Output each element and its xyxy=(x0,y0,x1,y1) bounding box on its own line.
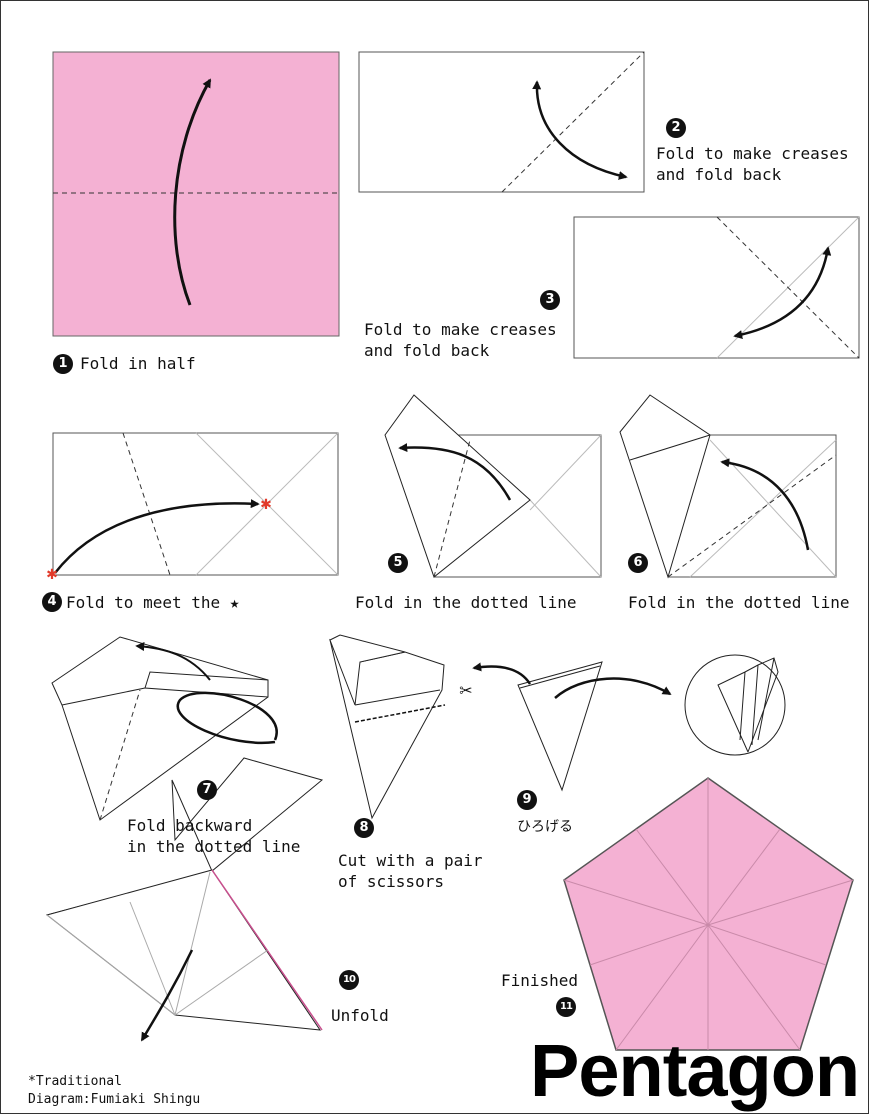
star-icon: ✱ xyxy=(260,497,272,513)
folded-flap xyxy=(144,671,269,698)
step5-caption: Fold in the dotted line xyxy=(355,593,577,612)
crease-arrow xyxy=(532,80,628,180)
step-number-7: 7 xyxy=(197,780,217,800)
step-number-11: 11 xyxy=(556,997,576,1017)
unfold-arrow-left xyxy=(472,662,532,685)
crease-line xyxy=(61,687,146,706)
fold-arrow xyxy=(135,642,211,681)
step-number-10: 10 xyxy=(339,970,359,990)
crease-line xyxy=(354,689,441,706)
detail-circle xyxy=(684,654,786,756)
step-number-1: 1 xyxy=(53,354,73,374)
crease-arrow xyxy=(733,246,832,339)
folded-flap xyxy=(329,634,406,706)
step4-figure: ✱ ✱ xyxy=(46,432,339,583)
pink-edge xyxy=(211,869,323,1031)
step6-figure xyxy=(619,394,837,579)
step10-caption: Unfold xyxy=(331,1006,389,1025)
step10-figure xyxy=(45,757,324,1042)
cut-line xyxy=(354,704,446,723)
star-icon: ✱ xyxy=(46,567,58,583)
step-number-5: 5 xyxy=(388,553,408,573)
crease-line xyxy=(529,434,602,511)
fold-arrow xyxy=(720,458,810,551)
step9-figure xyxy=(472,654,786,792)
crease-line xyxy=(519,665,601,689)
step2-caption: Fold to make creases and fold back xyxy=(656,144,849,184)
step-number-6: 6 xyxy=(628,553,648,573)
step7-figure xyxy=(51,636,278,821)
crease-line xyxy=(629,434,711,461)
fold-arrow xyxy=(173,78,212,306)
step11-caption: Finished xyxy=(501,971,579,990)
unfold-arrow-right xyxy=(554,677,672,699)
step2-figure xyxy=(358,51,645,193)
rectangle-paper xyxy=(52,432,339,576)
step-number-3: 3 xyxy=(540,290,560,310)
step8-figure: ✂ xyxy=(329,634,473,820)
crease-line xyxy=(46,914,176,1016)
dotted-fold-line xyxy=(99,689,141,821)
step5-figure xyxy=(384,394,602,578)
step-number-4: 4 xyxy=(42,592,62,612)
step7-caption: Fold backward in the dotted line xyxy=(127,816,301,856)
step3-caption: Fold to make creases and fold back xyxy=(364,320,557,360)
step8-caption: Cut with a pair of scissors xyxy=(338,851,483,891)
step-number-8: 8 xyxy=(354,818,374,838)
pink-square-paper xyxy=(52,51,340,337)
step-number-2: 2 xyxy=(666,118,686,138)
step1-caption: Fold in half xyxy=(80,354,196,373)
crease-line xyxy=(529,499,602,578)
unfold-arrow xyxy=(140,949,194,1042)
page-title: Pentagon xyxy=(530,1029,860,1112)
scissors-icon: ✂ xyxy=(459,681,472,700)
unfolded-shape xyxy=(45,869,322,1031)
step4-caption: Fold to meet the ★ xyxy=(66,593,240,612)
step6-caption: Fold in the dotted line xyxy=(628,593,850,612)
rectangle-paper xyxy=(573,216,860,359)
dotted-fold-line xyxy=(433,439,471,578)
credit-text: *Traditional Diagram:Fumiaki Shingu xyxy=(28,1074,201,1107)
step1-figure xyxy=(52,51,340,337)
fold-arrow xyxy=(398,443,512,501)
pleat-detail xyxy=(717,657,779,753)
crease-line xyxy=(195,432,339,576)
pentagon-creases xyxy=(563,778,854,1051)
fold-arrow xyxy=(54,499,260,574)
dotted-fold-line xyxy=(667,454,837,578)
folded-cone xyxy=(517,661,603,792)
crease-line xyxy=(174,949,269,1016)
crease-line xyxy=(174,871,211,1016)
dotted-fold-line xyxy=(122,432,171,576)
finished-pentagon xyxy=(563,777,854,1051)
step9-caption: ひろげる xyxy=(517,819,573,835)
backward-fold-arrow xyxy=(176,691,278,745)
step3-figure xyxy=(573,216,860,359)
step-number-9: 9 xyxy=(517,790,537,810)
